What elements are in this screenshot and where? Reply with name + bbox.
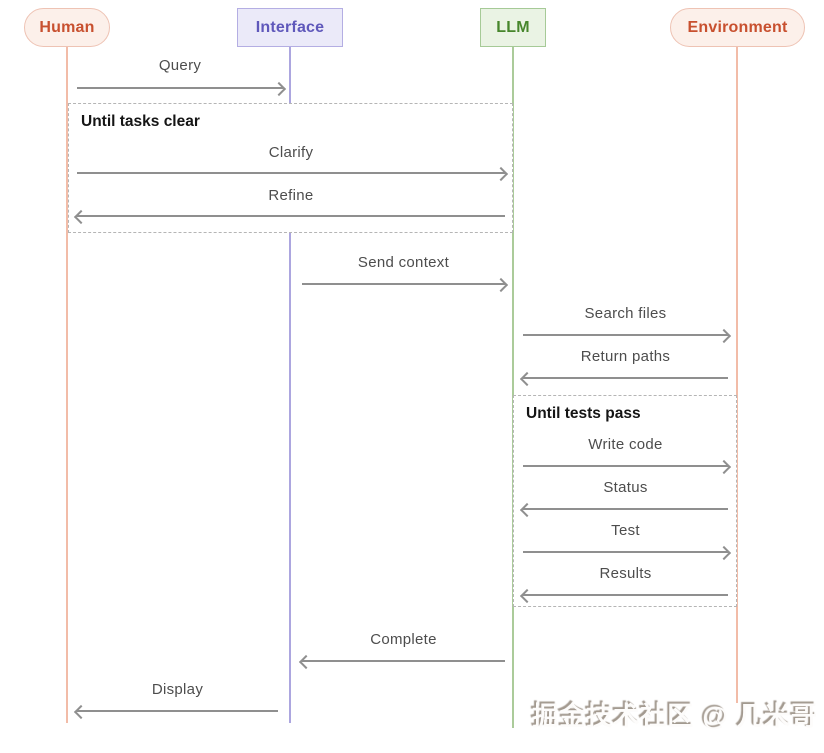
loop-title-until-tests-pass: Until tests pass [526, 405, 641, 422]
arrowhead-left-icon [73, 704, 89, 720]
message-label-results: Results [599, 565, 652, 582]
watermark-text: 掘金技术社区 @ 几米哥 [532, 701, 818, 731]
loop-box-until-tasks-clear: Until tasks clear [68, 103, 513, 233]
actor-llm: LLM [480, 8, 546, 47]
actor-llm-label: LLM [496, 18, 530, 36]
message-arrow-test [523, 545, 732, 561]
actor-environment: Environment [670, 8, 805, 47]
message-label-query: Query [158, 57, 202, 74]
message-label-status: Status [603, 479, 648, 496]
arrowhead-left-icon [298, 654, 314, 670]
loop-box-until-tests-pass: Until tests pass [513, 395, 737, 607]
message-arrow-display [73, 704, 278, 720]
actor-interface: Interface [237, 8, 343, 47]
message-label-write-code: Write code [588, 436, 663, 453]
message-arrow-search-files [523, 328, 732, 344]
message-label-search-files: Search files [584, 305, 667, 322]
message-arrow-refine [73, 209, 505, 225]
arrowhead-right-icon [493, 277, 509, 293]
message-arrow-write-code [523, 459, 732, 475]
lifeline-human [66, 47, 68, 723]
message-label-return-paths: Return paths [580, 348, 671, 365]
message-label-refine: Refine [268, 187, 314, 204]
lifeline-interface [289, 47, 291, 723]
message-arrow-status [519, 502, 728, 518]
actor-human: Human [24, 8, 110, 47]
loop-title-until-tasks-clear: Until tasks clear [81, 113, 200, 130]
actor-environment-label: Environment [687, 18, 788, 36]
arrowhead-right-icon [716, 328, 732, 344]
message-arrow-query [77, 81, 287, 97]
actor-interface-label: Interface [255, 18, 325, 36]
actor-human-label: Human [39, 18, 95, 36]
message-label-send-context: Send context [357, 254, 450, 271]
message-label-complete: Complete [370, 631, 437, 648]
arrowhead-right-icon [271, 81, 287, 97]
message-arrow-return-paths [519, 371, 728, 387]
message-arrow-clarify [77, 166, 509, 182]
message-label-display: Display [151, 681, 204, 698]
lifeline-environment [736, 47, 738, 703]
arrowhead-left-icon [519, 371, 535, 387]
message-arrow-send-context [302, 277, 509, 293]
message-label-test: Test [611, 522, 640, 539]
lifeline-llm [512, 47, 514, 728]
message-arrow-results [519, 588, 728, 604]
message-arrow-complete [298, 654, 505, 670]
message-label-clarify: Clarify [268, 144, 314, 161]
